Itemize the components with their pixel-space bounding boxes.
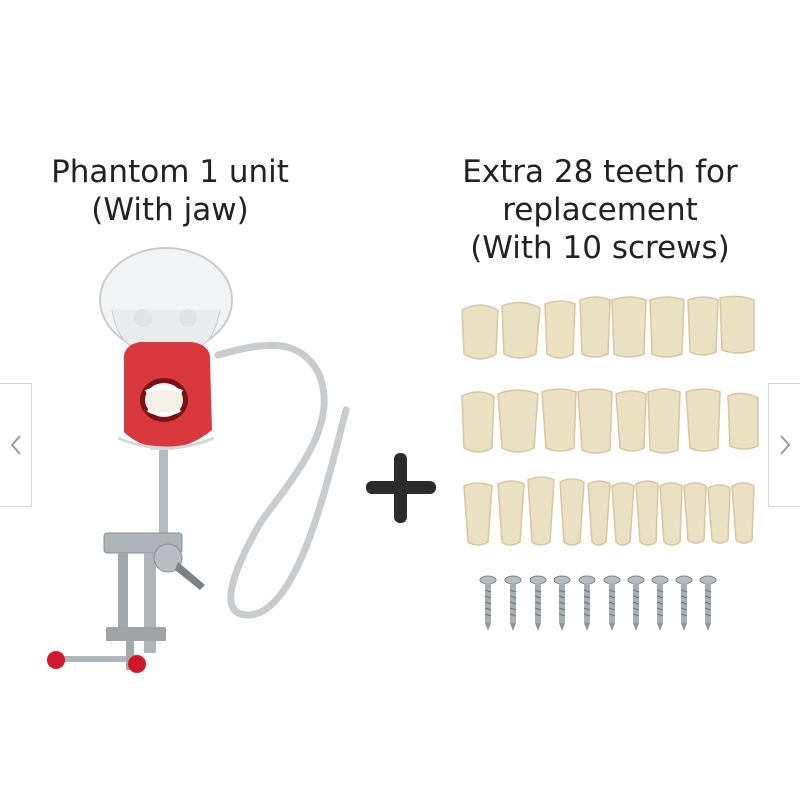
- teeth-caption: Extra 28 teeth for replacement (With 10 …: [440, 153, 760, 267]
- teeth-caption-line2: replacement: [502, 192, 698, 228]
- phantom-caption: Phantom 1 unit (With jaw): [40, 153, 300, 229]
- replacement-teeth-image: [461, 295, 759, 546]
- teeth-caption-line1: Extra 28 teeth for: [462, 154, 738, 190]
- phantom-caption-line1: Phantom 1 unit: [51, 154, 289, 190]
- phantom-caption-line2: (With jaw): [91, 192, 249, 228]
- chevron-right-icon: [779, 435, 790, 455]
- carousel-next-button[interactable]: [768, 383, 800, 507]
- chevron-left-icon: [10, 435, 21, 455]
- teeth-caption-line3: (With 10 screws): [470, 230, 730, 266]
- carousel-prev-button[interactable]: [0, 383, 32, 507]
- screws-image: [479, 575, 717, 632]
- plus-icon: [366, 453, 436, 523]
- phantom-head-image: [47, 247, 350, 673]
